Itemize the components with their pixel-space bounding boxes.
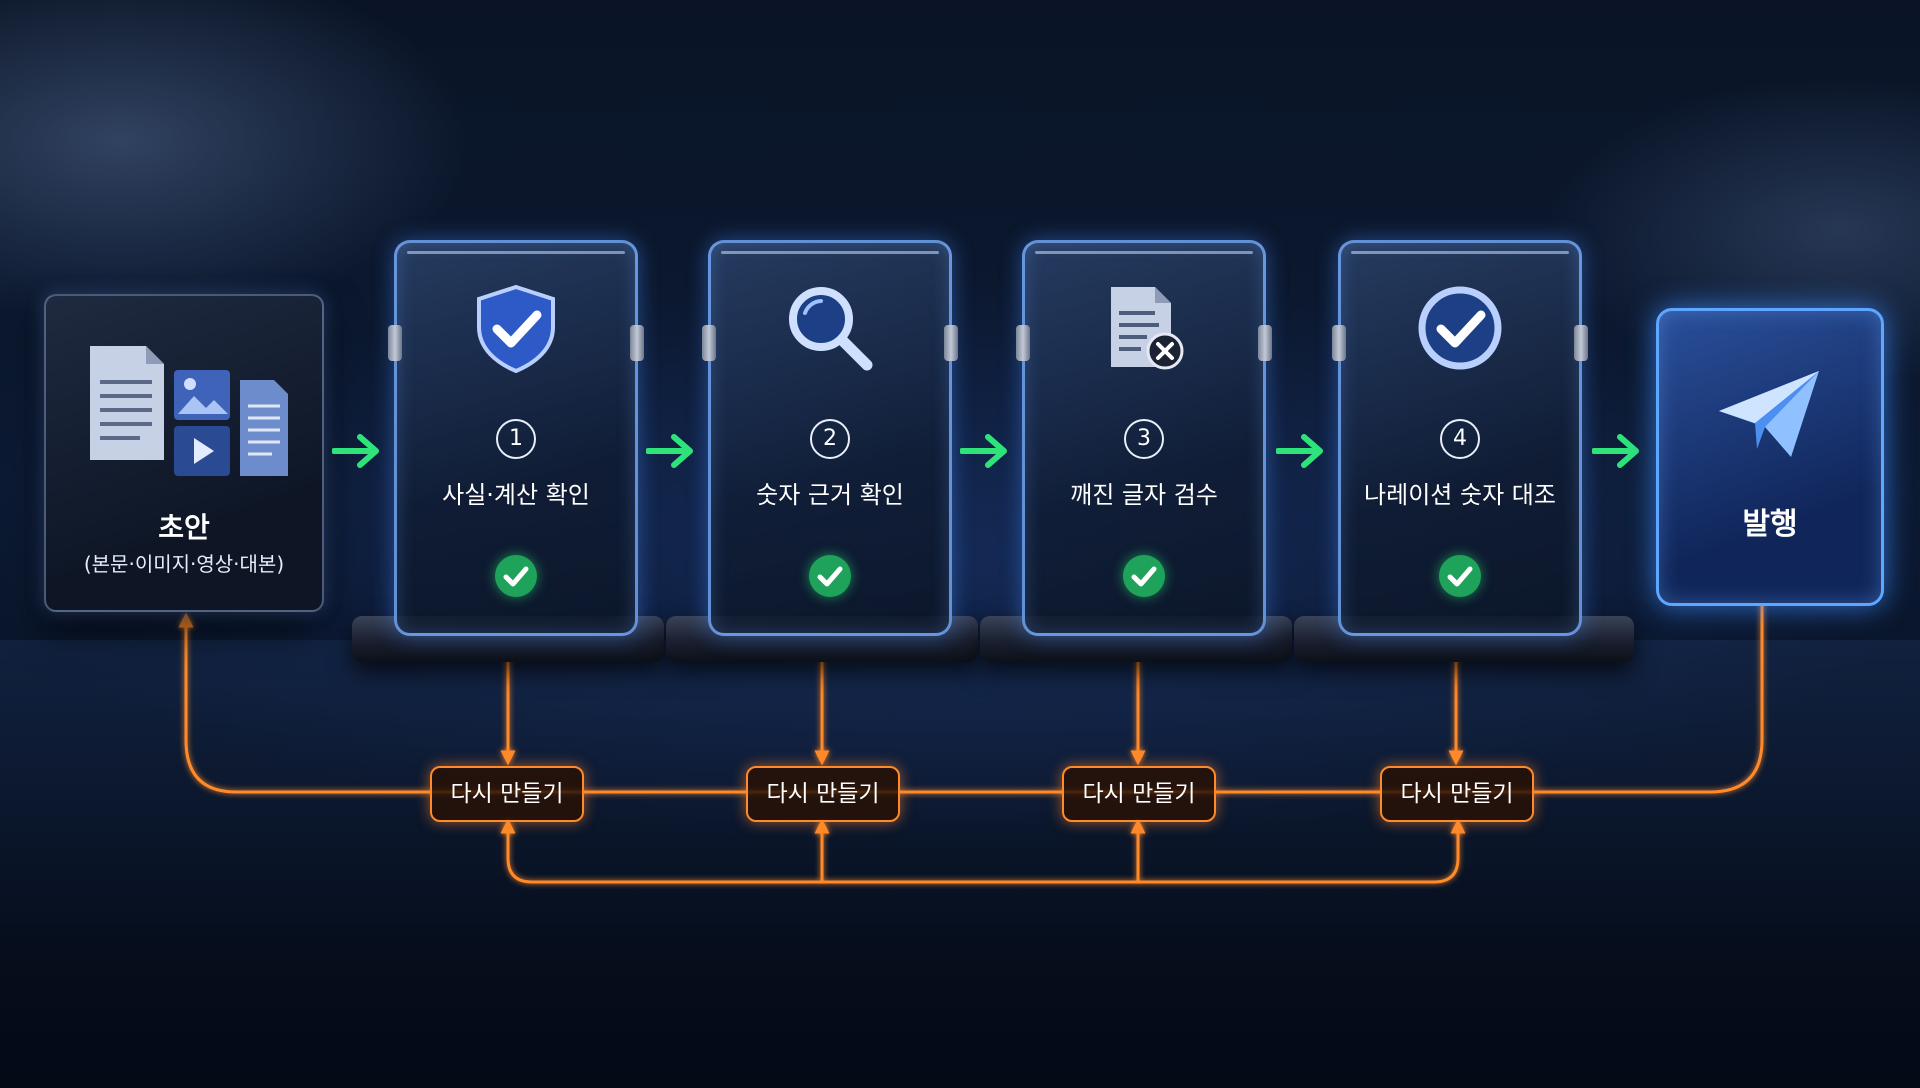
publish-card: 발행: [1656, 308, 1884, 606]
step-card-3: 3 깨진 글자 검수: [1016, 240, 1272, 636]
step-label: 깨진 글자 검수: [1070, 481, 1218, 509]
clip: [630, 325, 644, 361]
step-card-2: 2 숫자 근거 확인: [702, 240, 958, 636]
step-number: 2: [810, 419, 850, 459]
reflective-floor: [0, 640, 1920, 1088]
flow-arrow-2: [646, 434, 693, 468]
circle-check-icon: [1418, 286, 1502, 370]
shield-check-icon: [477, 284, 555, 373]
step-label: 사실·계산 확인: [442, 481, 590, 509]
clip: [1258, 325, 1272, 361]
draft-subtitle: (본문·이미지·영상·대본): [83, 552, 285, 576]
clip: [1574, 325, 1588, 361]
magnifier-icon: [789, 287, 873, 371]
redo-button-3[interactable]: 다시 만들기: [1062, 766, 1216, 822]
clip: [1016, 325, 1030, 361]
check-icon: [809, 555, 851, 597]
paper-plane-icon: [1719, 371, 1819, 457]
draft-media-icon: [90, 346, 288, 476]
clip: [944, 325, 958, 361]
clip: [702, 325, 716, 361]
flow-arrow-5: [1592, 434, 1639, 468]
redo-button-4[interactable]: 다시 만들기: [1380, 766, 1534, 822]
draft-title: 초안: [158, 511, 210, 544]
step-label: 숫자 근거 확인: [756, 481, 904, 509]
flow-arrow-1: [332, 434, 379, 468]
redo-main-line: [178, 600, 1764, 794]
step-number: 4: [1440, 419, 1480, 459]
step-card-4: 4 나레이션 숫자 대조: [1332, 240, 1588, 636]
publish-label: 발행: [1742, 507, 1798, 542]
check-icon: [495, 555, 537, 597]
step-card-1: 1 사실·계산 확인: [388, 240, 644, 636]
flow-arrow-4: [1276, 434, 1323, 468]
document-x-icon: [1111, 287, 1184, 370]
step-label: 나레이션 숫자 대조: [1364, 481, 1556, 509]
redo-button-1[interactable]: 다시 만들기: [430, 766, 584, 822]
clip: [388, 325, 402, 361]
flow-arrow-3: [960, 434, 1007, 468]
draft-card: 초안 (본문·이미지·영상·대본): [44, 294, 324, 612]
step-number: 1: [496, 419, 536, 459]
check-icon: [1123, 555, 1165, 597]
check-icon: [1439, 555, 1481, 597]
redo-lower-line: [506, 828, 1460, 884]
clip: [1332, 325, 1346, 361]
step-number: 3: [1124, 419, 1164, 459]
redo-button-2[interactable]: 다시 만들기: [746, 766, 900, 822]
